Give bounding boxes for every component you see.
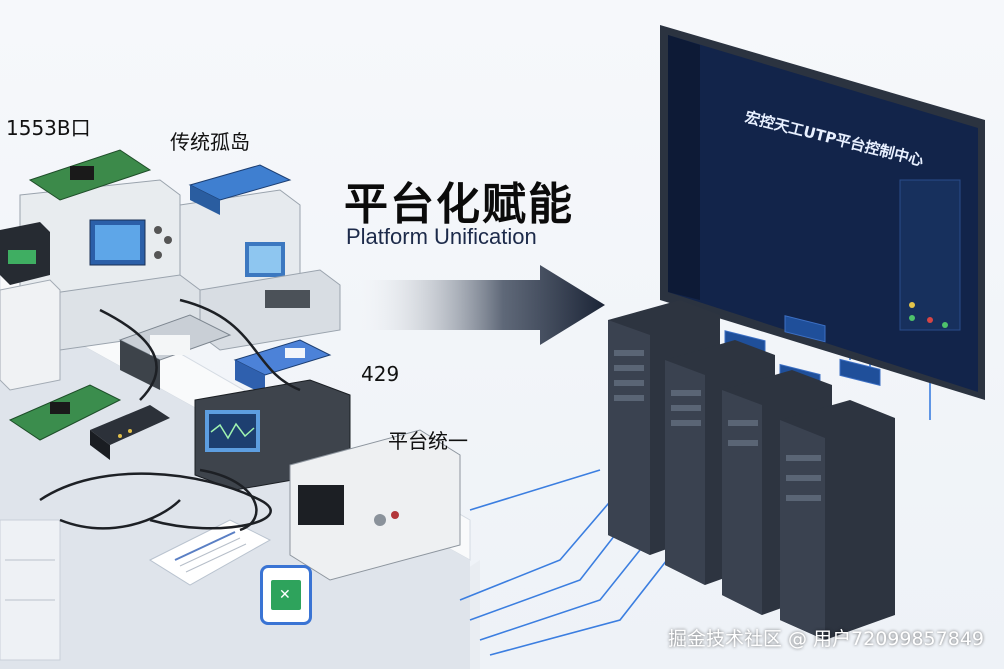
server-racks bbox=[608, 300, 895, 640]
headline-title: 平台化赋能 bbox=[344, 179, 574, 230]
control-center-monitor bbox=[660, 25, 985, 444]
label-platform-unified: 平台统一 bbox=[388, 429, 468, 453]
label-legacy-island: 传统孤岛 bbox=[170, 130, 250, 154]
instrument-cables bbox=[39, 298, 301, 532]
label-429-interface: 429 bbox=[361, 362, 400, 386]
label-1553b-interface: 1553B口 bbox=[6, 116, 91, 140]
legacy-instruments bbox=[0, 149, 461, 586]
unification-arrow bbox=[350, 265, 605, 345]
headline-subtitle: Platform Unification bbox=[346, 224, 537, 249]
spreadsheet-file-icon: ✕ bbox=[260, 565, 312, 625]
watermark: 掘金技术社区 @ 用户72099857849 bbox=[667, 628, 984, 650]
